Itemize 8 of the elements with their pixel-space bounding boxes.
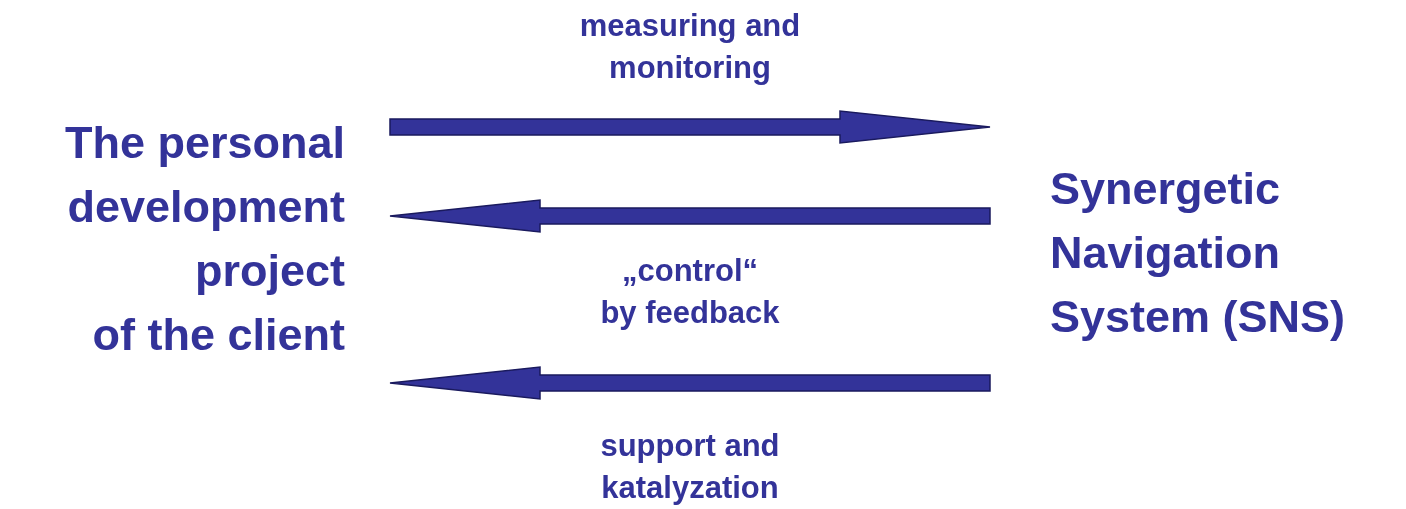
edge-label: measuring and monitoring	[578, 7, 802, 87]
arrow	[389, 366, 991, 400]
arrow	[389, 199, 991, 233]
arrow	[389, 110, 991, 144]
node-label: The personal development project of the client	[63, 116, 345, 362]
edge-label: support and katalyzation	[599, 427, 781, 507]
node-label: Synergetic Navigation System (SNS)	[1050, 162, 1347, 344]
edge-label: „control“ by feedback	[599, 252, 781, 332]
